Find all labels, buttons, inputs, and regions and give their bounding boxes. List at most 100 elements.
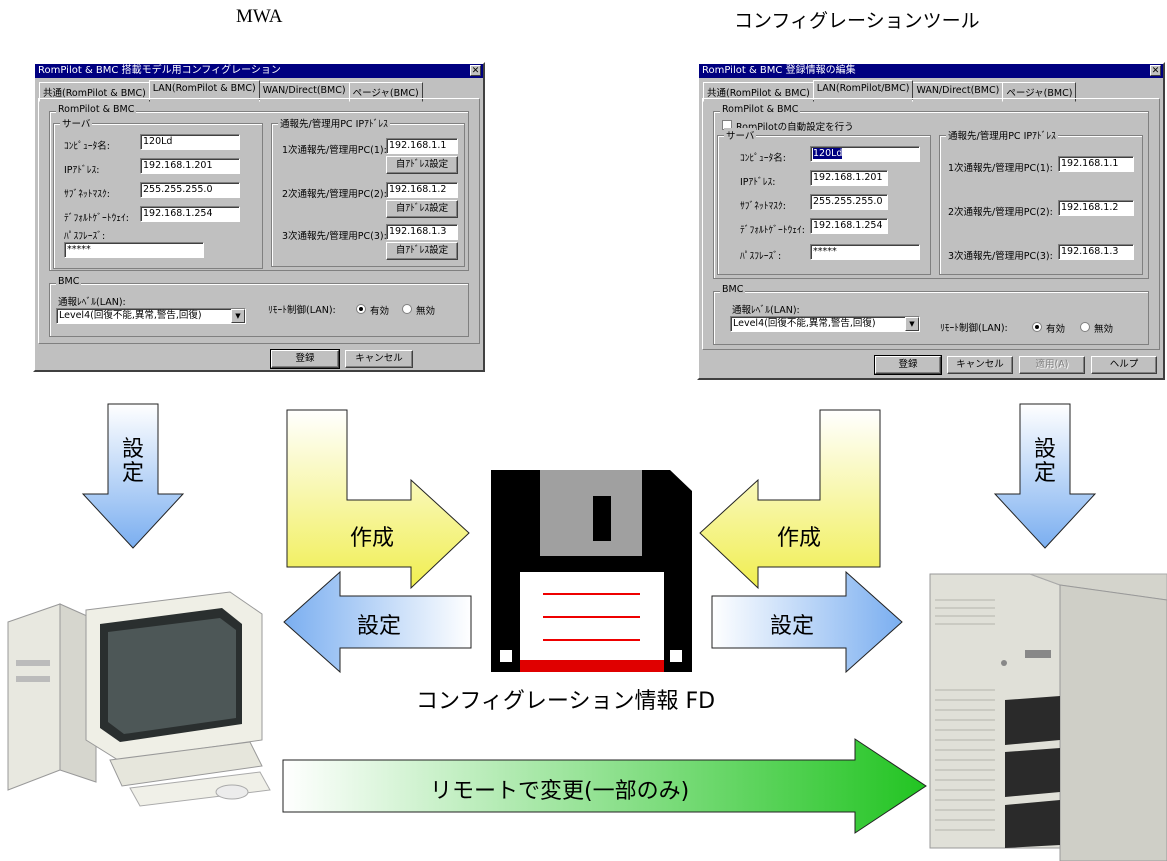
remote-disabled-radio[interactable] bbox=[1080, 322, 1090, 332]
report2-label: 2次通報先/管理用PC(2): bbox=[948, 207, 1053, 218]
right-set-vertical-label: 設 定 bbox=[1033, 438, 1057, 486]
left-down-arrow bbox=[81, 403, 185, 549]
report-group: 通報先/管理用PC IPｱﾄﾞﾚｽ 1次通報先/管理用PC(1): 192.16… bbox=[271, 116, 465, 267]
mwa-tab-strip: 共通(RomPilot & BMC) LAN(RomPilot & BMC) W… bbox=[39, 80, 423, 102]
report2-input[interactable]: 192.168.1.2 bbox=[1058, 200, 1134, 216]
passphrase-input[interactable]: ***** bbox=[810, 244, 920, 260]
bmc-group-label: BMC bbox=[720, 284, 746, 295]
config-tool-dialog: RomPilot & BMC 登録情報の編集 ✕ 共通(RomPilot & B… bbox=[697, 62, 1165, 380]
close-button[interactable]: ✕ bbox=[1150, 65, 1161, 76]
computer-name-label: ｺﾝﾋﾟｭｰﾀ名: bbox=[64, 141, 110, 152]
left-set-vertical-label: 設 定 bbox=[121, 438, 145, 486]
ip-address-label: IPｱﾄﾞﾚｽ: bbox=[64, 165, 100, 176]
tab-lan[interactable]: LAN(RomPilot & BMC) bbox=[148, 80, 260, 100]
cancel-button[interactable]: キャンセル bbox=[345, 350, 413, 368]
left-set-char-1: 設 bbox=[121, 437, 144, 462]
right-create-arrow bbox=[699, 409, 881, 590]
config-dialog-title: RomPilot & BMC 登録情報の編集 bbox=[702, 65, 856, 76]
mwa-dialog-title: RomPilot & BMC 搭載モデル用コンフィグレーション bbox=[38, 65, 281, 76]
subnet-mask-input[interactable]: 255.255.255.0 bbox=[140, 182, 240, 198]
report1-input[interactable]: 192.168.1.1 bbox=[386, 138, 458, 154]
subnet-mask-label: ｻﾌﾞﾈｯﾄﾏｽｸ: bbox=[740, 201, 786, 212]
left-set-label: 設定 bbox=[357, 614, 402, 639]
computer-name-input[interactable]: 120Ld bbox=[140, 134, 240, 150]
close-button[interactable]: ✕ bbox=[470, 65, 481, 76]
tab-pager[interactable]: ページャ(BMC) bbox=[348, 82, 423, 102]
mwa-dialog-titlebar: RomPilot & BMC 搭載モデル用コンフィグレーション ✕ bbox=[35, 64, 483, 78]
computer-name-label: ｺﾝﾋﾟｭｰﾀ名: bbox=[740, 153, 786, 164]
right-down-arrow bbox=[993, 403, 1097, 549]
register-button[interactable]: 登録 bbox=[270, 349, 340, 369]
report1-input[interactable]: 192.168.1.1 bbox=[1058, 156, 1134, 172]
fd-label: コンフィグレーション情報 FD bbox=[416, 689, 716, 714]
gateway-label: ﾃﾞﾌｫﾙﾄｹﾞｰﾄｳｪｲ: bbox=[740, 225, 805, 236]
passphrase-label: ﾊﾟｽﾌﾚｰｽﾞ: bbox=[740, 251, 782, 262]
tab-pager[interactable]: ページャ(BMC) bbox=[1002, 82, 1077, 102]
passphrase-input[interactable]: ***** bbox=[64, 242, 204, 258]
ip-address-input[interactable]: 192.168.1.201 bbox=[140, 158, 240, 174]
report-level-select[interactable]: Level4(回復不能,異常,警告,回復) ▼ bbox=[730, 316, 920, 332]
report3-label: 3次通報先/管理用PC(3): bbox=[282, 231, 387, 242]
report2-input[interactable]: 192.168.1.2 bbox=[386, 182, 458, 198]
auto-config-label: RomPilotの自動設定を行う bbox=[736, 122, 854, 133]
report-level-select[interactable]: Level4(回復不能,異常,警告,回復) ▼ bbox=[56, 308, 246, 324]
config-dialog-titlebar: RomPilot & BMC 登録情報の編集 ✕ bbox=[699, 64, 1163, 78]
right-set-arrow bbox=[711, 570, 903, 674]
computer-name-input[interactable]: 120Ld bbox=[810, 146, 920, 162]
server-group-label: サーバ bbox=[724, 128, 757, 142]
mwa-config-dialog: RomPilot & BMC 搭載モデル用コンフィグレーション ✕ 共通(Rom… bbox=[33, 62, 485, 372]
report3-input[interactable]: 192.168.1.3 bbox=[386, 224, 458, 240]
apply-button: 適用(A) bbox=[1019, 356, 1085, 374]
report3-label: 3次通報先/管理用PC(3): bbox=[948, 251, 1053, 262]
report3-input[interactable]: 192.168.1.3 bbox=[1058, 244, 1134, 260]
register-button[interactable]: 登録 bbox=[874, 355, 942, 375]
floppy-disk-icon bbox=[491, 470, 692, 672]
chevron-down-icon[interactable]: ▼ bbox=[905, 317, 919, 331]
mwa-title: MWA bbox=[236, 6, 283, 27]
left-create-label: 作成 bbox=[350, 526, 395, 551]
gateway-input[interactable]: 192.168.1.254 bbox=[140, 206, 240, 222]
report-group-label: 通報先/管理用PC IPｱﾄﾞﾚｽ bbox=[278, 116, 390, 130]
config-tab-panel: RomPilot & BMC RomPilotの自動設定を行う サーバ ｺﾝﾋﾟ… bbox=[702, 98, 1160, 350]
self-address-button-2[interactable]: 自ｱﾄﾞﾚｽ設定 bbox=[386, 200, 458, 218]
ip-address-input[interactable]: 192.168.1.201 bbox=[810, 170, 888, 186]
report-level-label: 通報ﾚﾍﾞﾙ(LAN): bbox=[58, 297, 126, 308]
rompilot-group: RomPilot & BMC RomPilotの自動設定を行う bbox=[713, 104, 1149, 279]
remote-change-arrow bbox=[282, 738, 927, 834]
remote-control-label: ﾘﾓｰﾄ制御(LAN): bbox=[940, 323, 1008, 334]
self-address-button-1[interactable]: 自ｱﾄﾞﾚｽ設定 bbox=[386, 156, 458, 174]
bmc-group: BMC 通報ﾚﾍﾞﾙ(LAN): Level4(回復不能,異常,警告,回復) ▼… bbox=[713, 284, 1149, 345]
help-button[interactable]: ヘルプ bbox=[1091, 356, 1157, 374]
report-group-label: 通報先/管理用PC IPｱﾄﾞﾚｽ bbox=[946, 128, 1058, 142]
gateway-input[interactable]: 192.168.1.254 bbox=[810, 218, 888, 234]
remote-enabled-radio[interactable] bbox=[356, 304, 366, 314]
cancel-button[interactable]: キャンセル bbox=[947, 356, 1013, 374]
bmc-group-label: BMC bbox=[56, 276, 82, 287]
server-group: サーバ ｺﾝﾋﾟｭｰﾀ名: 120Ld IPｱﾄﾞﾚｽ: 192.168.1.2… bbox=[717, 128, 931, 275]
remote-enabled-radio[interactable] bbox=[1032, 322, 1042, 332]
subnet-mask-input[interactable]: 255.255.255.0 bbox=[810, 194, 888, 210]
report-level-value: Level4(回復不能,異常,警告,回復) bbox=[733, 318, 876, 329]
bmc-group: BMC 通報ﾚﾍﾞﾙ(LAN): Level4(回復不能,異常,警告,回復) ▼… bbox=[49, 276, 469, 337]
self-address-button-3[interactable]: 自ｱﾄﾞﾚｽ設定 bbox=[386, 242, 458, 260]
remote-disabled-radio[interactable] bbox=[402, 304, 412, 314]
config-tool-title: コンフィグレーションツール bbox=[734, 10, 980, 32]
report-group: 通報先/管理用PC IPｱﾄﾞﾚｽ 1次通報先/管理用PC(1): 192.16… bbox=[939, 128, 1143, 275]
right-set-char-1: 設 bbox=[1033, 437, 1056, 462]
remote-control-label: ﾘﾓｰﾄ制御(LAN): bbox=[268, 305, 336, 316]
config-tab-strip: 共通(RomPilot & BMC) LAN(RomPilot/BMC) WAN… bbox=[703, 80, 1077, 102]
report1-label: 1次通報先/管理用PC(1): bbox=[948, 163, 1053, 174]
passphrase-label: ﾊﾟｽﾌﾚｰｽﾞ: bbox=[64, 231, 106, 242]
server-group: サーバ ｺﾝﾋﾟｭｰﾀ名: 120Ld IPｱﾄﾞﾚｽ: 192.168.1.2… bbox=[53, 116, 263, 269]
mwa-tab-panel: RomPilot & BMC サーバ ｺﾝﾋﾟｭｰﾀ名: 120Ld IPｱﾄﾞ… bbox=[38, 98, 480, 344]
desktop-pc-illustration bbox=[7, 591, 271, 807]
left-set-arrow bbox=[283, 570, 472, 674]
tab-lan[interactable]: LAN(RomPilot/BMC) bbox=[812, 80, 914, 100]
chevron-down-icon[interactable]: ▼ bbox=[231, 309, 245, 323]
report1-label: 1次通報先/管理用PC(1): bbox=[282, 145, 387, 156]
remote-change-label: リモートで変更(一部のみ) bbox=[430, 779, 690, 804]
remote-enabled-label: 有効 bbox=[370, 306, 390, 317]
rompilot-group: RomPilot & BMC bbox=[49, 104, 469, 271]
rompilot-group-label: RomPilot & BMC bbox=[720, 104, 801, 115]
